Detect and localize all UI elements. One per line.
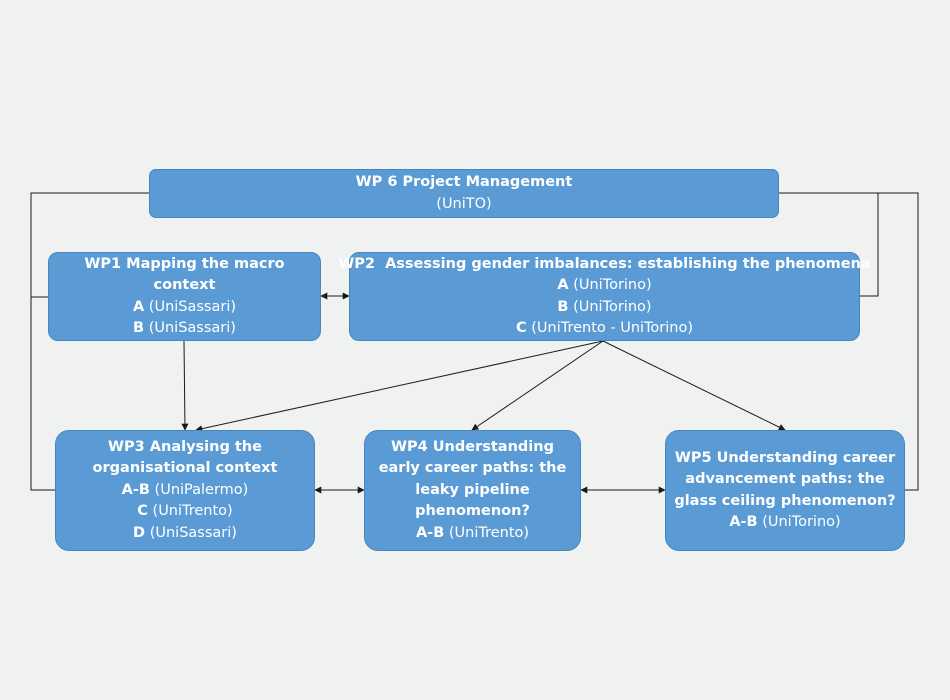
wp1-to-wp3-arrow xyxy=(181,340,189,431)
wp1-task-b-line: B (UniSassari) xyxy=(133,320,236,336)
wp6-left-frame-line xyxy=(30,192,149,491)
wp2-to-wp3-arrow xyxy=(195,340,604,433)
wp1-title-line: context xyxy=(153,277,216,293)
wp3-task-d-line: D (UniSassari) xyxy=(133,524,237,541)
wp3-task-ab-line: A-B (UniPalermo) xyxy=(121,481,249,498)
wp4-title-line: WP4 Understanding xyxy=(391,438,554,455)
wp2-to-wp5-arrow xyxy=(602,340,786,431)
wp5-title-line: WP5 Understanding career xyxy=(674,449,896,466)
wp2-task-b-line: B (UniTorino) xyxy=(557,298,652,315)
wp6-partner-line: (UniTO) xyxy=(436,195,492,212)
wp3-task-c-line: C (UniTrento) xyxy=(137,503,233,520)
wp3-title-line: WP3 Analysing the xyxy=(108,438,262,455)
wp1-macro-context-box: WP1 Mapping the macro context A (UniSass… xyxy=(48,252,321,341)
wp6-title: WP 6 Project Management xyxy=(355,174,573,190)
wp2-title: WP2 Assessing gender imbalances: establi… xyxy=(338,255,871,272)
wp5-task-ab-line: A-B (UniTorino) xyxy=(729,514,841,530)
wp2-gender-imbalances-box: WP2 Assessing gender imbalances: establi… xyxy=(338,252,871,341)
wp5-career-advancement-box: WP5 Understanding career advancement pat… xyxy=(665,430,905,551)
wp6-project-management-box: WP 6 Project Management (UniTO) xyxy=(149,169,779,218)
wp1-title-line: WP1 Mapping the macro xyxy=(84,255,285,272)
wp4-title-line: phenomenon? xyxy=(415,503,530,520)
wp4-early-career-box: WP4 Understanding early career paths: th… xyxy=(364,430,581,551)
wp2-task-c-line: C (UniTrento - UniTorino) xyxy=(515,320,694,336)
wp5-title-line: glass ceiling phenomenon? xyxy=(674,492,896,509)
wp1-task-a-line: A (UniSassari) xyxy=(132,298,237,315)
wp2-task-a-line: A (UniTorino) xyxy=(557,277,652,293)
wp4-title-line: early career paths: the xyxy=(378,460,567,477)
wp4-task-ab-line: A-B (UniTrento) xyxy=(415,524,530,541)
wp2-right-frame-line xyxy=(860,193,879,297)
wp5-title-line: advancement paths: the xyxy=(685,471,885,487)
wp3-organisational-context-box: WP3 Analysing the organisational context… xyxy=(55,430,315,551)
wp2-to-wp4-arrow xyxy=(471,340,604,431)
wp6-right-frame-line xyxy=(779,192,919,491)
wp4-title-line: leaky pipeline xyxy=(415,481,530,498)
wp3-title-line: organisational context xyxy=(92,460,278,477)
